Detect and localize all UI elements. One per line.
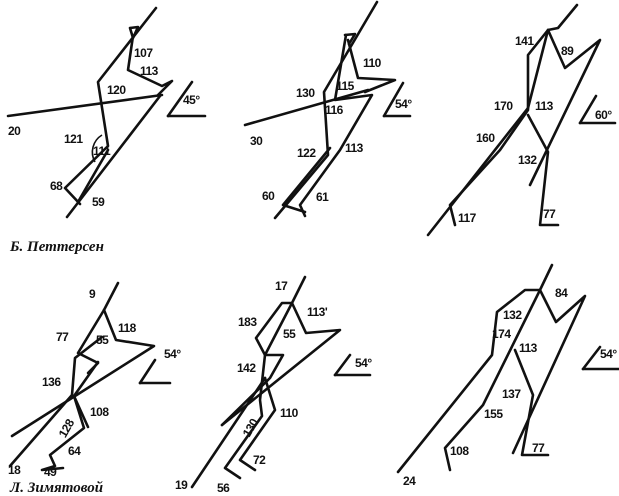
angle-label: 132 (503, 308, 522, 322)
angle-label: 9 (89, 287, 96, 301)
angle-label: 72 (253, 453, 266, 467)
angle-label: 49 (44, 465, 57, 479)
angle-label: 110 (280, 406, 299, 420)
flight-angle: 45° (183, 93, 200, 107)
angle-label: 77 (543, 207, 556, 221)
angle-label: 24 (403, 474, 416, 488)
angle-label: 113 (345, 141, 364, 155)
angle-label: 107 (134, 46, 153, 60)
angle-label: 56 (217, 481, 230, 495)
angle-label: 30 (250, 134, 263, 148)
angle-label: 142 (237, 361, 256, 375)
flight-angle: 54° (355, 356, 372, 370)
figure-zimyatova-2: 17 183 113' 55 142 130 110 72 56 19 54° (175, 275, 373, 495)
figure-pettersen-1: 107 113 120 121 111 68 59 20 45° (6, 6, 207, 219)
flight-angle: 54° (600, 347, 617, 361)
angle-label: 183 (238, 315, 257, 329)
caption-pettersen: Б. Петтерсен (9, 239, 104, 255)
angle-label: 108 (90, 405, 109, 419)
angle-label: 160 (476, 131, 495, 145)
angle-label: 110 (363, 56, 382, 70)
figure-pettersen-2: 110 130 115 116 122 113 60 61 30 54° (243, 0, 413, 220)
angle-label: 84 (555, 286, 568, 300)
figure-zimyatova-3: 84 132 174 113 137 155 108 77 24 54° (396, 263, 619, 488)
angle-label: 113 (519, 341, 538, 355)
angle-label: 113 (535, 99, 554, 113)
flight-angle: 54° (164, 347, 181, 361)
flight-angle: 60° (595, 108, 612, 122)
angle-label: 108 (450, 444, 469, 458)
angle-label: 77 (56, 330, 69, 344)
angle-label: 136 (42, 375, 61, 389)
angle-label: 17 (275, 279, 288, 293)
angle-label: 111 (93, 144, 111, 158)
angle-label: 55 (96, 333, 109, 347)
angle-label: 155 (484, 407, 503, 421)
angle-label: 55 (283, 327, 296, 341)
angle-label: 18 (8, 463, 21, 477)
angle-label: 113 (140, 64, 159, 78)
angle-label: 115 (336, 79, 355, 93)
angle-label: 20 (8, 124, 21, 138)
angle-label: 120 (107, 83, 126, 97)
angle-label: 59 (92, 195, 105, 209)
angle-label: 137 (502, 387, 521, 401)
angle-label: 89 (561, 44, 574, 58)
caption-zimyatova: Л. Зимятовой (9, 480, 103, 496)
angle-label: 60 (262, 189, 275, 203)
angle-label: 61 (316, 190, 329, 204)
angle-label: 19 (175, 478, 188, 492)
angle-label: 77 (532, 441, 545, 455)
angle-label: 68 (50, 179, 63, 193)
figure-pettersen-3: 141 89 170 113 160 132 117 77 60° (426, 3, 617, 237)
angle-label: 141 (515, 34, 534, 48)
angle-label: 64 (68, 444, 81, 458)
angle-label: 132 (518, 153, 537, 167)
angle-label: 116 (325, 103, 344, 117)
flight-angle: 54° (395, 97, 412, 111)
angle-label: 130 (296, 86, 315, 100)
angle-label: 118 (118, 321, 137, 335)
angle-label: 117 (458, 211, 477, 225)
angle-label: 121 (64, 132, 83, 146)
angle-label: 113' (307, 305, 328, 319)
figure-zimyatova-1: 9 77 55 118 136 108 128 64 49 18 54° (8, 281, 182, 479)
angle-label: 174 (492, 327, 511, 341)
angle-label: 122 (297, 146, 316, 160)
angle-label: 170 (494, 99, 513, 113)
